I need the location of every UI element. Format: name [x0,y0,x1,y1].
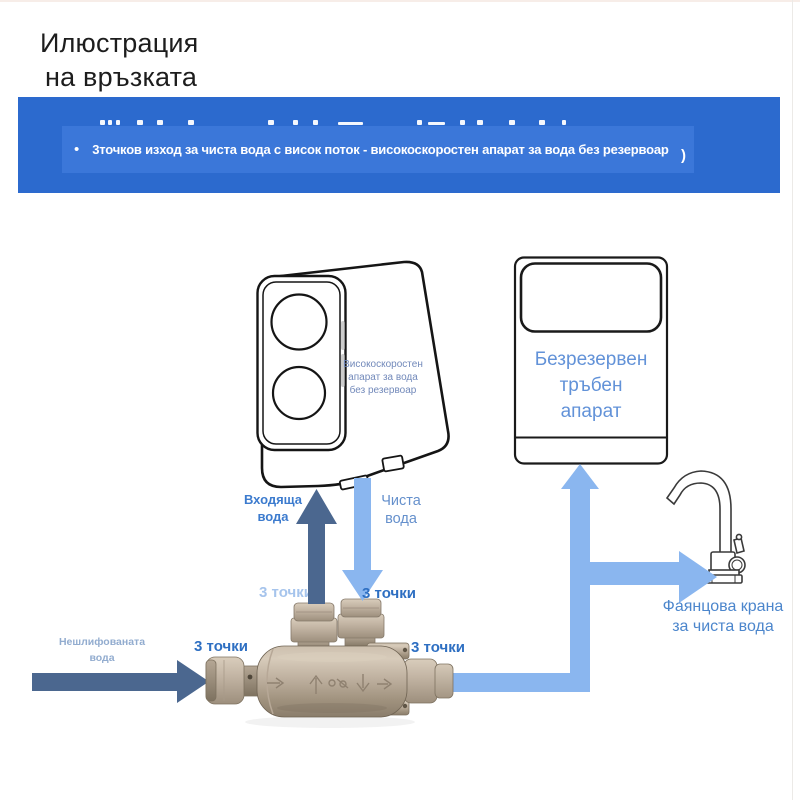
clean-pipe-vertical [570,486,590,692]
flow-arrows [296,478,383,604]
clean-pipe-branch [590,562,682,585]
tankless-label-line1: Безрезервен [535,349,648,370]
purifier-front-panel-inner [262,281,341,445]
page-title: Илюстрация на връзката [40,26,360,94]
adapter-port-1 [290,602,338,653]
page-title-line2: на връзката [45,62,198,92]
body-shade [277,703,387,713]
tankless-top-panel [519,262,663,333]
tankless-unit-box: Безрезервен тръбен апарат [513,256,669,465]
three-way-adapter [205,598,454,728]
clean-pipe-right-arrowhead [679,551,717,603]
adapter-main-body [256,645,408,718]
purifier-dial-bottom [271,365,327,421]
top-accent-line [0,0,800,2]
points-label-top-left: 3 точки [259,584,313,601]
clean-water-down-arrow [342,478,383,601]
banner-feature-text: 3точков изход за чиста вода с висок пото… [92,142,669,157]
clean-water-label-line1: Чиста [381,493,421,509]
purifier-label-line1: Високоскоростен [343,359,423,370]
purifier-illustration: Високоскоростен апарат за вода без резер… [256,260,450,491]
clean-pipe-bottom [443,673,590,692]
body-highlight [277,652,387,662]
banner-highlight-strip: • 3точков изход за чиста вода с висок по… [62,126,694,173]
right-edge-line [792,0,793,800]
points-label-left: 3 точки [194,638,248,655]
raw-water-arrow [32,660,209,703]
faucet-gooseneck [665,470,732,557]
tankless-label-line2: тръбен [560,375,623,396]
stray-bracket-char: ) [681,147,686,164]
points-label-top-right: 3 точки [362,585,416,602]
adapter-port-2 [337,598,385,649]
purifier-dial-top [270,293,328,351]
connection-diagram: Високоскоростен апарат за вода без резер… [32,256,783,728]
purifier-rear-foot [381,454,405,473]
flow-pipes [32,464,717,703]
panel-edge-shade [341,321,345,350]
bullet-dot: • [74,141,80,158]
faucet-lever-tip [735,533,743,541]
info-banner: • 3точков изход за чиста вода с висок по… [18,97,780,193]
tankless-label-line3: апарат [561,401,622,422]
faucet-label-line2: за чиста вода [672,618,774,635]
body-end-curve [266,648,274,715]
adapter-left-fitting [205,656,262,705]
embossed-marks [267,674,393,694]
inlet-water-up-arrow [296,489,337,604]
clean-pipe-up-arrowhead [561,464,599,489]
body-dot [247,674,253,680]
panel-edge-shade [341,354,345,387]
raw-water-label-line1: Нешлифованата [59,636,145,648]
inlet-water-label-line2: вода [257,509,289,524]
clean-water-label-line2: вода [385,511,418,527]
raw-water-label-line2: вода [89,652,114,664]
inlet-water-label-line1: Входяща [244,492,303,507]
faucet-label-line1: Фаянцова крана [663,598,784,615]
diagram-labels: 3 точки 3 точки 3 точки Входяща вода Чис… [59,492,783,664]
adapter-shadow [245,716,415,728]
points-label-right: 3 точки [411,639,465,656]
purifier-label-line2: апарат за вода [348,372,418,383]
page-title-line1: Илюстрация [40,28,199,58]
faucet-knob-inner [731,559,743,571]
purifier-label-line3: без резервоар [350,384,417,396]
